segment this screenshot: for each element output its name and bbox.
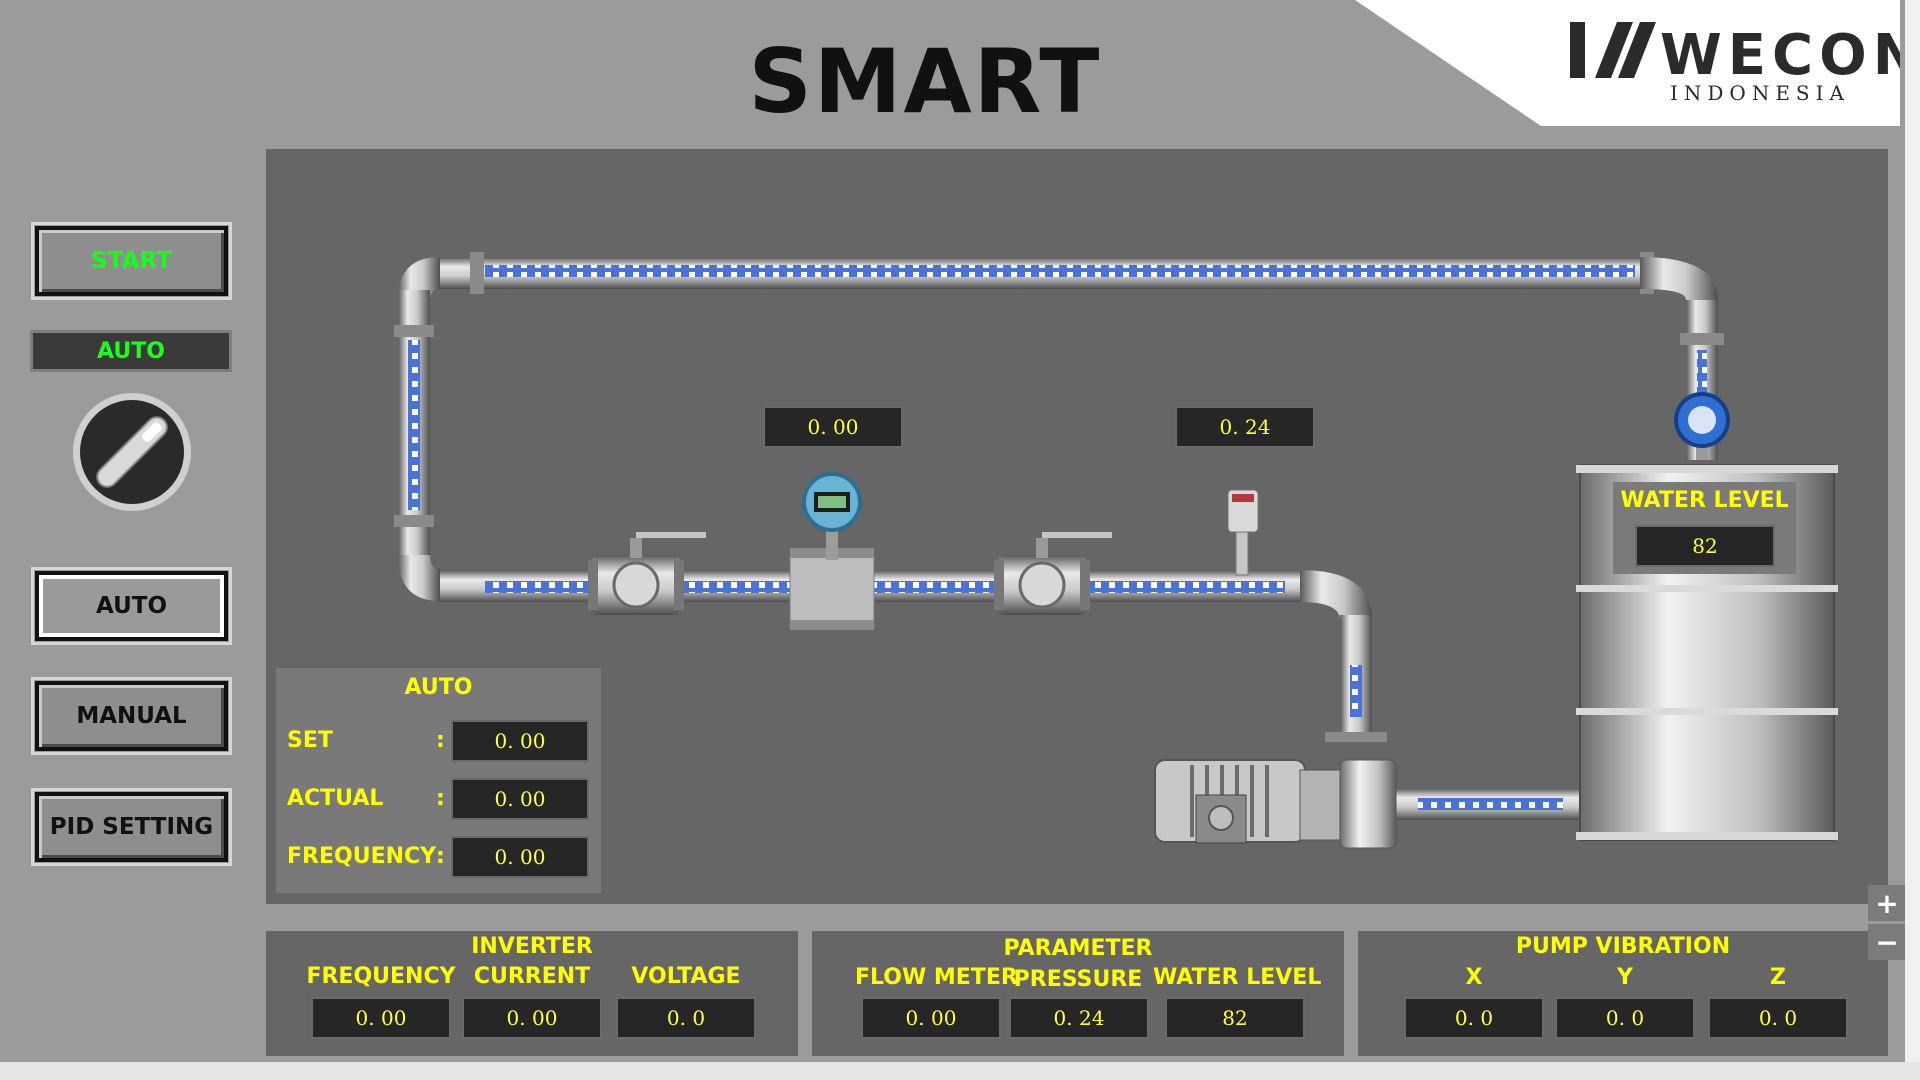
vibration-z-value: 0. 0 [1708,997,1848,1039]
vibration-y-label: Y [1617,965,1633,990]
set-value: 0. 00 [451,720,589,762]
horizontal-scrollbar[interactable] [0,1062,1920,1080]
vibration-z-label: Z [1770,965,1786,990]
inverter-voltage-label: VOLTAGE [631,964,741,989]
frequency-colon: : [436,844,445,869]
vibration-x-label: X [1465,965,1483,990]
parameter-flow-value: 0. 00 [861,997,1001,1039]
parameter-water-level-label: WATER LEVEL [1153,965,1322,990]
inverter-frequency-label: FREQUENCY [306,964,456,989]
zoom-out-button[interactable]: − [1868,924,1906,960]
parameter-water-level-value: 82 [1165,997,1305,1039]
pressure-sensor-icon [1227,489,1259,576]
inverter-current-value: 0. 00 [462,997,602,1039]
wecon-logo: WECON INDONESIA [1355,0,1900,126]
inverter-current-label: CURRENT [473,964,591,989]
vibration-y-value: 0. 0 [1555,997,1695,1039]
frequency-label: FREQUENCY [287,844,437,869]
flow-display: 0. 00 [763,406,903,448]
logo-subtext: INDONESIA [1670,81,1850,105]
vertical-scrollbar[interactable] [1905,0,1920,1062]
auto-mode-button[interactable]: AUTO [31,567,232,645]
mode-status-display: AUTO [30,330,232,372]
manual-mode-button[interactable]: MANUAL [31,677,232,755]
vibration-title: PUMP VIBRATION [1515,934,1731,959]
zoom-in-button[interactable]: + [1868,885,1906,921]
tank-water-level-title: WATER LEVEL [1620,488,1789,513]
actual-label: ACTUAL [287,786,384,811]
start-button[interactable]: START [31,222,232,300]
pressure-display: 0. 24 [1175,406,1315,448]
inverter-frequency-value: 0. 00 [311,997,451,1039]
parameter-pressure-label: PRESSURE [1013,967,1143,992]
logo-text: WECON [1660,23,1900,88]
left-pipe [394,257,440,601]
pid-setting-button[interactable]: PID SETTING [31,788,232,866]
mode-selector-knob[interactable] [71,391,193,513]
set-colon: : [436,728,445,753]
tank-water-level-value: 82 [1635,525,1775,567]
level-sensor-icon [1674,392,1730,460]
top-pipe [430,252,1654,294]
flow-meter-icon [789,472,875,630]
frequency-value: 0. 00 [451,836,589,878]
set-label: SET [287,728,333,753]
pump-motor-icon [1154,759,1397,849]
actual-value: 0. 00 [451,778,589,820]
inverter-voltage-value: 0. 0 [616,997,756,1039]
ball-valve-1 [588,532,706,615]
parameter-flow-label: FLOW METER [855,965,1018,990]
inverter-title: INVERTER [471,934,593,959]
actual-colon: : [436,786,445,811]
ball-valve-2 [994,532,1112,615]
vibration-x-value: 0. 0 [1404,997,1544,1039]
bottom-pipe [1390,788,1590,820]
auto-panel-title: AUTO [404,675,473,700]
parameter-pressure-value: 0. 24 [1009,997,1149,1039]
parameter-title: PARAMETER [1003,936,1153,961]
